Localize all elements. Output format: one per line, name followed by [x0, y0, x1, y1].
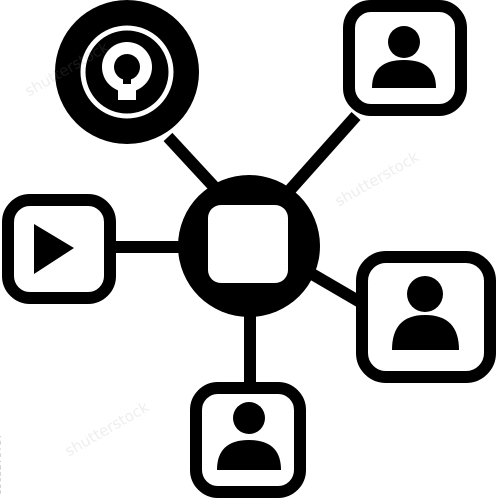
hub-node [178, 175, 320, 317]
lock-node [55, 0, 199, 144]
person-icon [372, 26, 436, 88]
hub-square-icon [208, 205, 288, 283]
user-node-bottom [190, 382, 306, 498]
connector-lines [112, 112, 364, 385]
play-icon [34, 224, 74, 274]
connector-to-user-top-right [285, 112, 361, 194]
user-node-top-right [343, 0, 467, 116]
watermark-image-id: 1503275737 [0, 432, 4, 495]
connector-to-user-right [308, 268, 364, 308]
connector-to-lock [163, 132, 222, 195]
person-icon [392, 276, 459, 350]
person-icon [217, 402, 281, 470]
user-node-right [356, 251, 496, 383]
keyhole-icon [102, 42, 152, 100]
video-node [2, 194, 116, 304]
